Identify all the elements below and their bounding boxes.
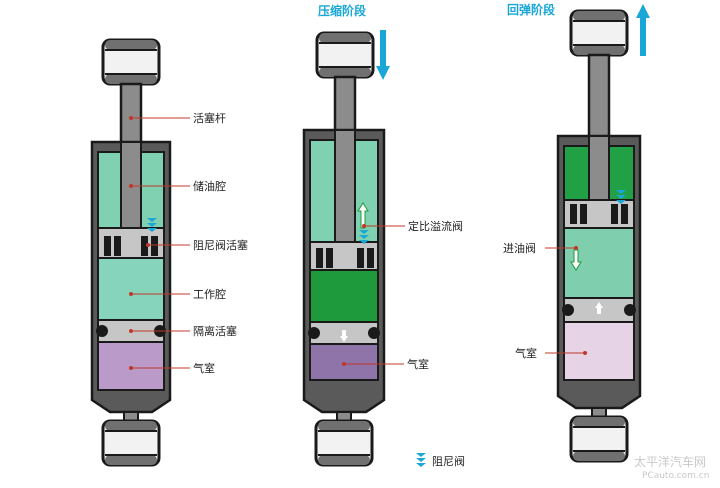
label-relief-valve: 定比溢流阀 [408,219,463,233]
phase-title-compression: 压缩阶段 [318,3,367,18]
compressed-working-chamber [309,269,379,323]
damping-piston [97,227,165,259]
label-damping-piston: 阻尼阀活塞 [193,238,248,252]
leader-lines-left [129,116,190,370]
watermark-brand: 太平洋汽车网 [634,454,706,469]
label-oil-reservoir: 储油腔 [193,179,226,193]
gas-chamber [97,341,165,391]
working-chamber [97,257,165,321]
leader-lines-middle [342,224,405,366]
gas-chamber-expanded [563,321,635,381]
label-intake-valve: 进油阀 [503,241,536,255]
flow-arrow-icon [595,302,603,314]
separator-piston [562,297,636,323]
top-mount-icon [101,38,161,86]
damping-piston [563,199,635,229]
label-gas-chamber-2: 气室 [407,357,429,371]
absorber-rebound: 回弹阶段 [503,2,650,463]
label-separator-piston: 隔离活塞 [193,324,237,338]
separator-piston [308,321,380,345]
label-gas-chamber-1: 气室 [193,361,215,375]
label-piston-rod: 活塞杆 [193,111,226,125]
watermark-url: PCauto.com.cn [642,471,709,481]
leader-lines-right [545,246,587,355]
top-mount-icon [315,31,375,79]
label-gas-chamber-3: 气室 [515,346,537,360]
absorber-normal: 活塞杆 储油腔 阻尼阀活塞 工作腔 隔离活塞 气室 [90,38,248,467]
legend-damping-valve: 阻尼阀 [432,454,465,468]
flow-arrow-icon [340,330,348,342]
phase-title-rebound: 回弹阶段 [507,2,556,17]
damping-valve-icon [416,453,426,467]
down-arrow-icon [376,30,390,80]
flow-arrow-icon [357,202,369,229]
up-arrow-icon [636,4,650,56]
absorber-compression: 压缩阶段 [302,3,465,468]
piston-rod [119,82,143,146]
piston-rod [333,75,357,139]
label-working-chamber: 工作腔 [193,287,226,301]
top-mount-icon [569,9,629,57]
bottom-mount-icon [569,415,629,463]
bottom-mount-icon [101,419,161,467]
piston-rod [587,53,611,142]
flow-arrow-icon [570,249,582,271]
damping-piston [309,241,379,271]
bottom-mount-icon [314,419,374,467]
